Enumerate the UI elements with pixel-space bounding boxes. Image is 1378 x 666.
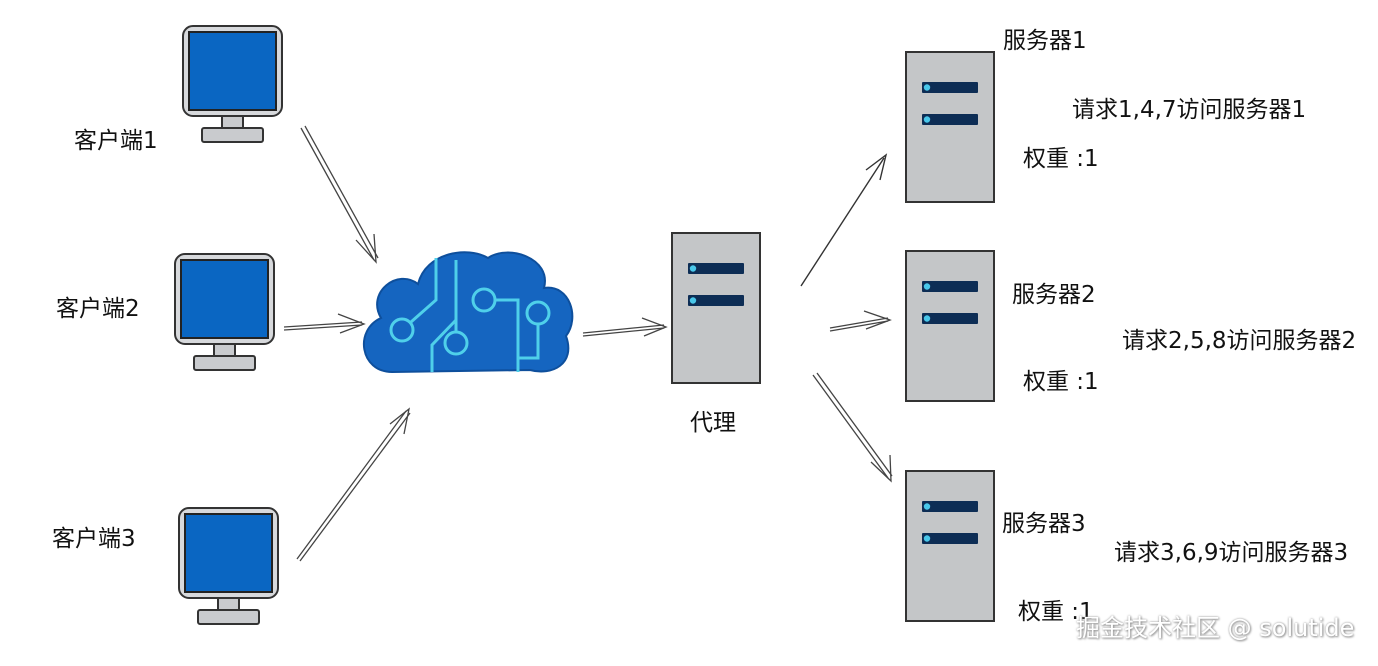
server-3-weight: 权重 :1 — [1018, 599, 1094, 625]
watermark: 掘金技术社区 @ solutide — [1076, 614, 1355, 642]
server-1-icon — [905, 51, 995, 203]
client-1-label: 客户端1 — [74, 128, 158, 154]
proxy-label: 代理 — [690, 410, 736, 436]
client-3-monitor-icon — [178, 507, 279, 625]
server-3-name: 服务器3 — [1002, 511, 1086, 537]
cloud-network-icon — [362, 251, 574, 374]
server-3-icon — [905, 470, 995, 622]
arrow-proxy-to-server-1 — [800, 153, 888, 287]
server-1-requests: 请求1,4,7访问服务器1 — [1072, 97, 1307, 123]
arrow-proxy-to-server-3 — [812, 372, 893, 483]
arrow-cloud-to-proxy — [582, 317, 668, 337]
client-2-monitor-icon — [174, 253, 275, 371]
server-2-requests: 请求2,5,8访问服务器2 — [1122, 328, 1357, 354]
arrow-client-3-to-cloud — [296, 407, 411, 562]
arrow-proxy-to-server-2 — [829, 310, 892, 332]
arrow-client-2-to-cloud — [283, 313, 366, 334]
arrow-client-1-to-cloud — [300, 125, 379, 264]
server-2-icon — [905, 250, 995, 402]
client-1-monitor-icon — [182, 25, 283, 143]
server-1-name: 服务器1 — [1003, 28, 1087, 54]
server-2-name: 服务器2 — [1012, 282, 1096, 308]
server-2-weight: 权重 :1 — [1023, 369, 1099, 395]
proxy-server-icon — [671, 232, 761, 384]
client-2-label: 客户端2 — [56, 296, 140, 322]
client-3-label: 客户端3 — [52, 526, 136, 552]
server-3-requests: 请求3,6,9访问服务器3 — [1114, 540, 1349, 566]
server-1-weight: 权重 :1 — [1023, 146, 1099, 172]
